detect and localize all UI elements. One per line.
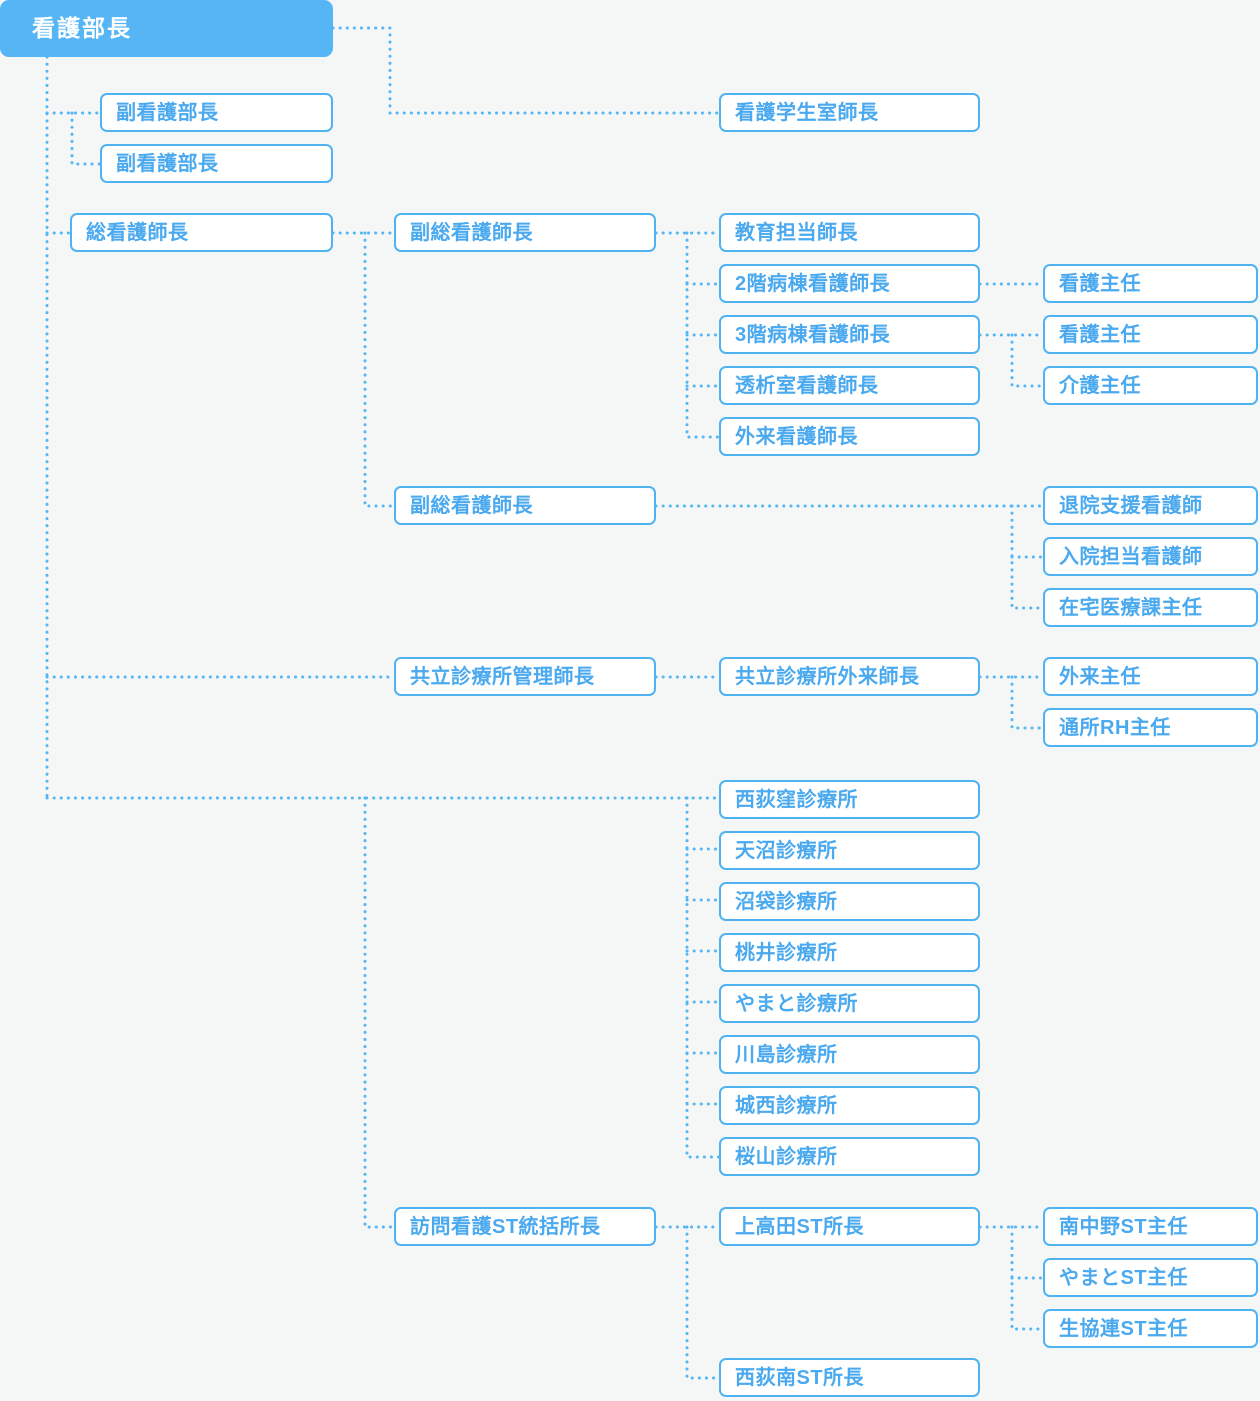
node-kaigo-shunin[interactable]: 介護主任 bbox=[1043, 366, 1258, 405]
node-clinic-amanuma[interactable]: 天沼診療所 bbox=[719, 831, 980, 870]
node-clinic-josai[interactable]: 城西診療所 bbox=[719, 1086, 980, 1125]
node-nyuin-tanto-kangoshi[interactable]: 入院担当看護師 bbox=[1043, 537, 1258, 576]
node-byoto-3f-shicho[interactable]: 3階病棟看護師長 bbox=[719, 315, 980, 354]
node-homon-kango-st-tokatsu[interactable]: 訪問看護ST統括所長 bbox=[394, 1207, 656, 1246]
node-taiin-shien-kangoshi[interactable]: 退院支援看護師 bbox=[1043, 486, 1258, 525]
node-tsusho-rh-shunin[interactable]: 通所RH主任 bbox=[1043, 708, 1258, 747]
node-clinic-sakurayama[interactable]: 桜山診療所 bbox=[719, 1137, 980, 1176]
node-st-shunin-seikyoren[interactable]: 生協連ST主任 bbox=[1043, 1309, 1258, 1348]
node-kango-shunin-1[interactable]: 看護主任 bbox=[1043, 264, 1258, 303]
node-fuku-kangobucho-2[interactable]: 副看護部長 bbox=[100, 144, 333, 183]
node-gairai-shunin[interactable]: 外来主任 bbox=[1043, 657, 1258, 696]
node-gairai-shicho[interactable]: 外来看護師長 bbox=[719, 417, 980, 456]
node-kangobucho[interactable]: 看護部長 bbox=[0, 0, 333, 57]
node-zaitaku-iryoka-shunin[interactable]: 在宅医療課主任 bbox=[1043, 588, 1258, 627]
node-clinic-kawashima[interactable]: 川島診療所 bbox=[719, 1035, 980, 1074]
node-clinic-yamato[interactable]: やまと診療所 bbox=[719, 984, 980, 1023]
node-st-shunin-yamato[interactable]: やまとST主任 bbox=[1043, 1258, 1258, 1297]
node-clinic-nishiogikubo[interactable]: 西荻窪診療所 bbox=[719, 780, 980, 819]
node-byoto-2f-shicho[interactable]: 2階病棟看護師長 bbox=[719, 264, 980, 303]
node-st-kamitakada[interactable]: 上高田ST所長 bbox=[719, 1207, 980, 1246]
node-fuku-sou-kangoshicho-1[interactable]: 副総看護師長 bbox=[394, 213, 656, 252]
node-clinic-numabukuro[interactable]: 沼袋診療所 bbox=[719, 882, 980, 921]
node-fuku-sou-kangoshicho-2[interactable]: 副総看護師長 bbox=[394, 486, 656, 525]
node-toseki-shicho[interactable]: 透析室看護師長 bbox=[719, 366, 980, 405]
node-kyoiku-tanto-shicho[interactable]: 教育担当師長 bbox=[719, 213, 980, 252]
node-clinic-momoi[interactable]: 桃井診療所 bbox=[719, 933, 980, 972]
node-sou-kangoshicho[interactable]: 総看護師長 bbox=[70, 213, 333, 252]
node-st-nishiogiminami[interactable]: 西荻南ST所長 bbox=[719, 1358, 980, 1397]
node-kyoritsu-kanri-shicho[interactable]: 共立診療所管理師長 bbox=[394, 657, 656, 696]
node-st-shunin-minaminakano[interactable]: 南中野ST主任 bbox=[1043, 1207, 1258, 1246]
node-kyoritsu-gairai-shicho[interactable]: 共立診療所外来師長 bbox=[719, 657, 980, 696]
node-fuku-kangobucho-1[interactable]: 副看護部長 bbox=[100, 93, 333, 132]
node-kango-shunin-2[interactable]: 看護主任 bbox=[1043, 315, 1258, 354]
node-kango-gakuseishitsu-shicho[interactable]: 看護学生室師長 bbox=[719, 93, 980, 132]
